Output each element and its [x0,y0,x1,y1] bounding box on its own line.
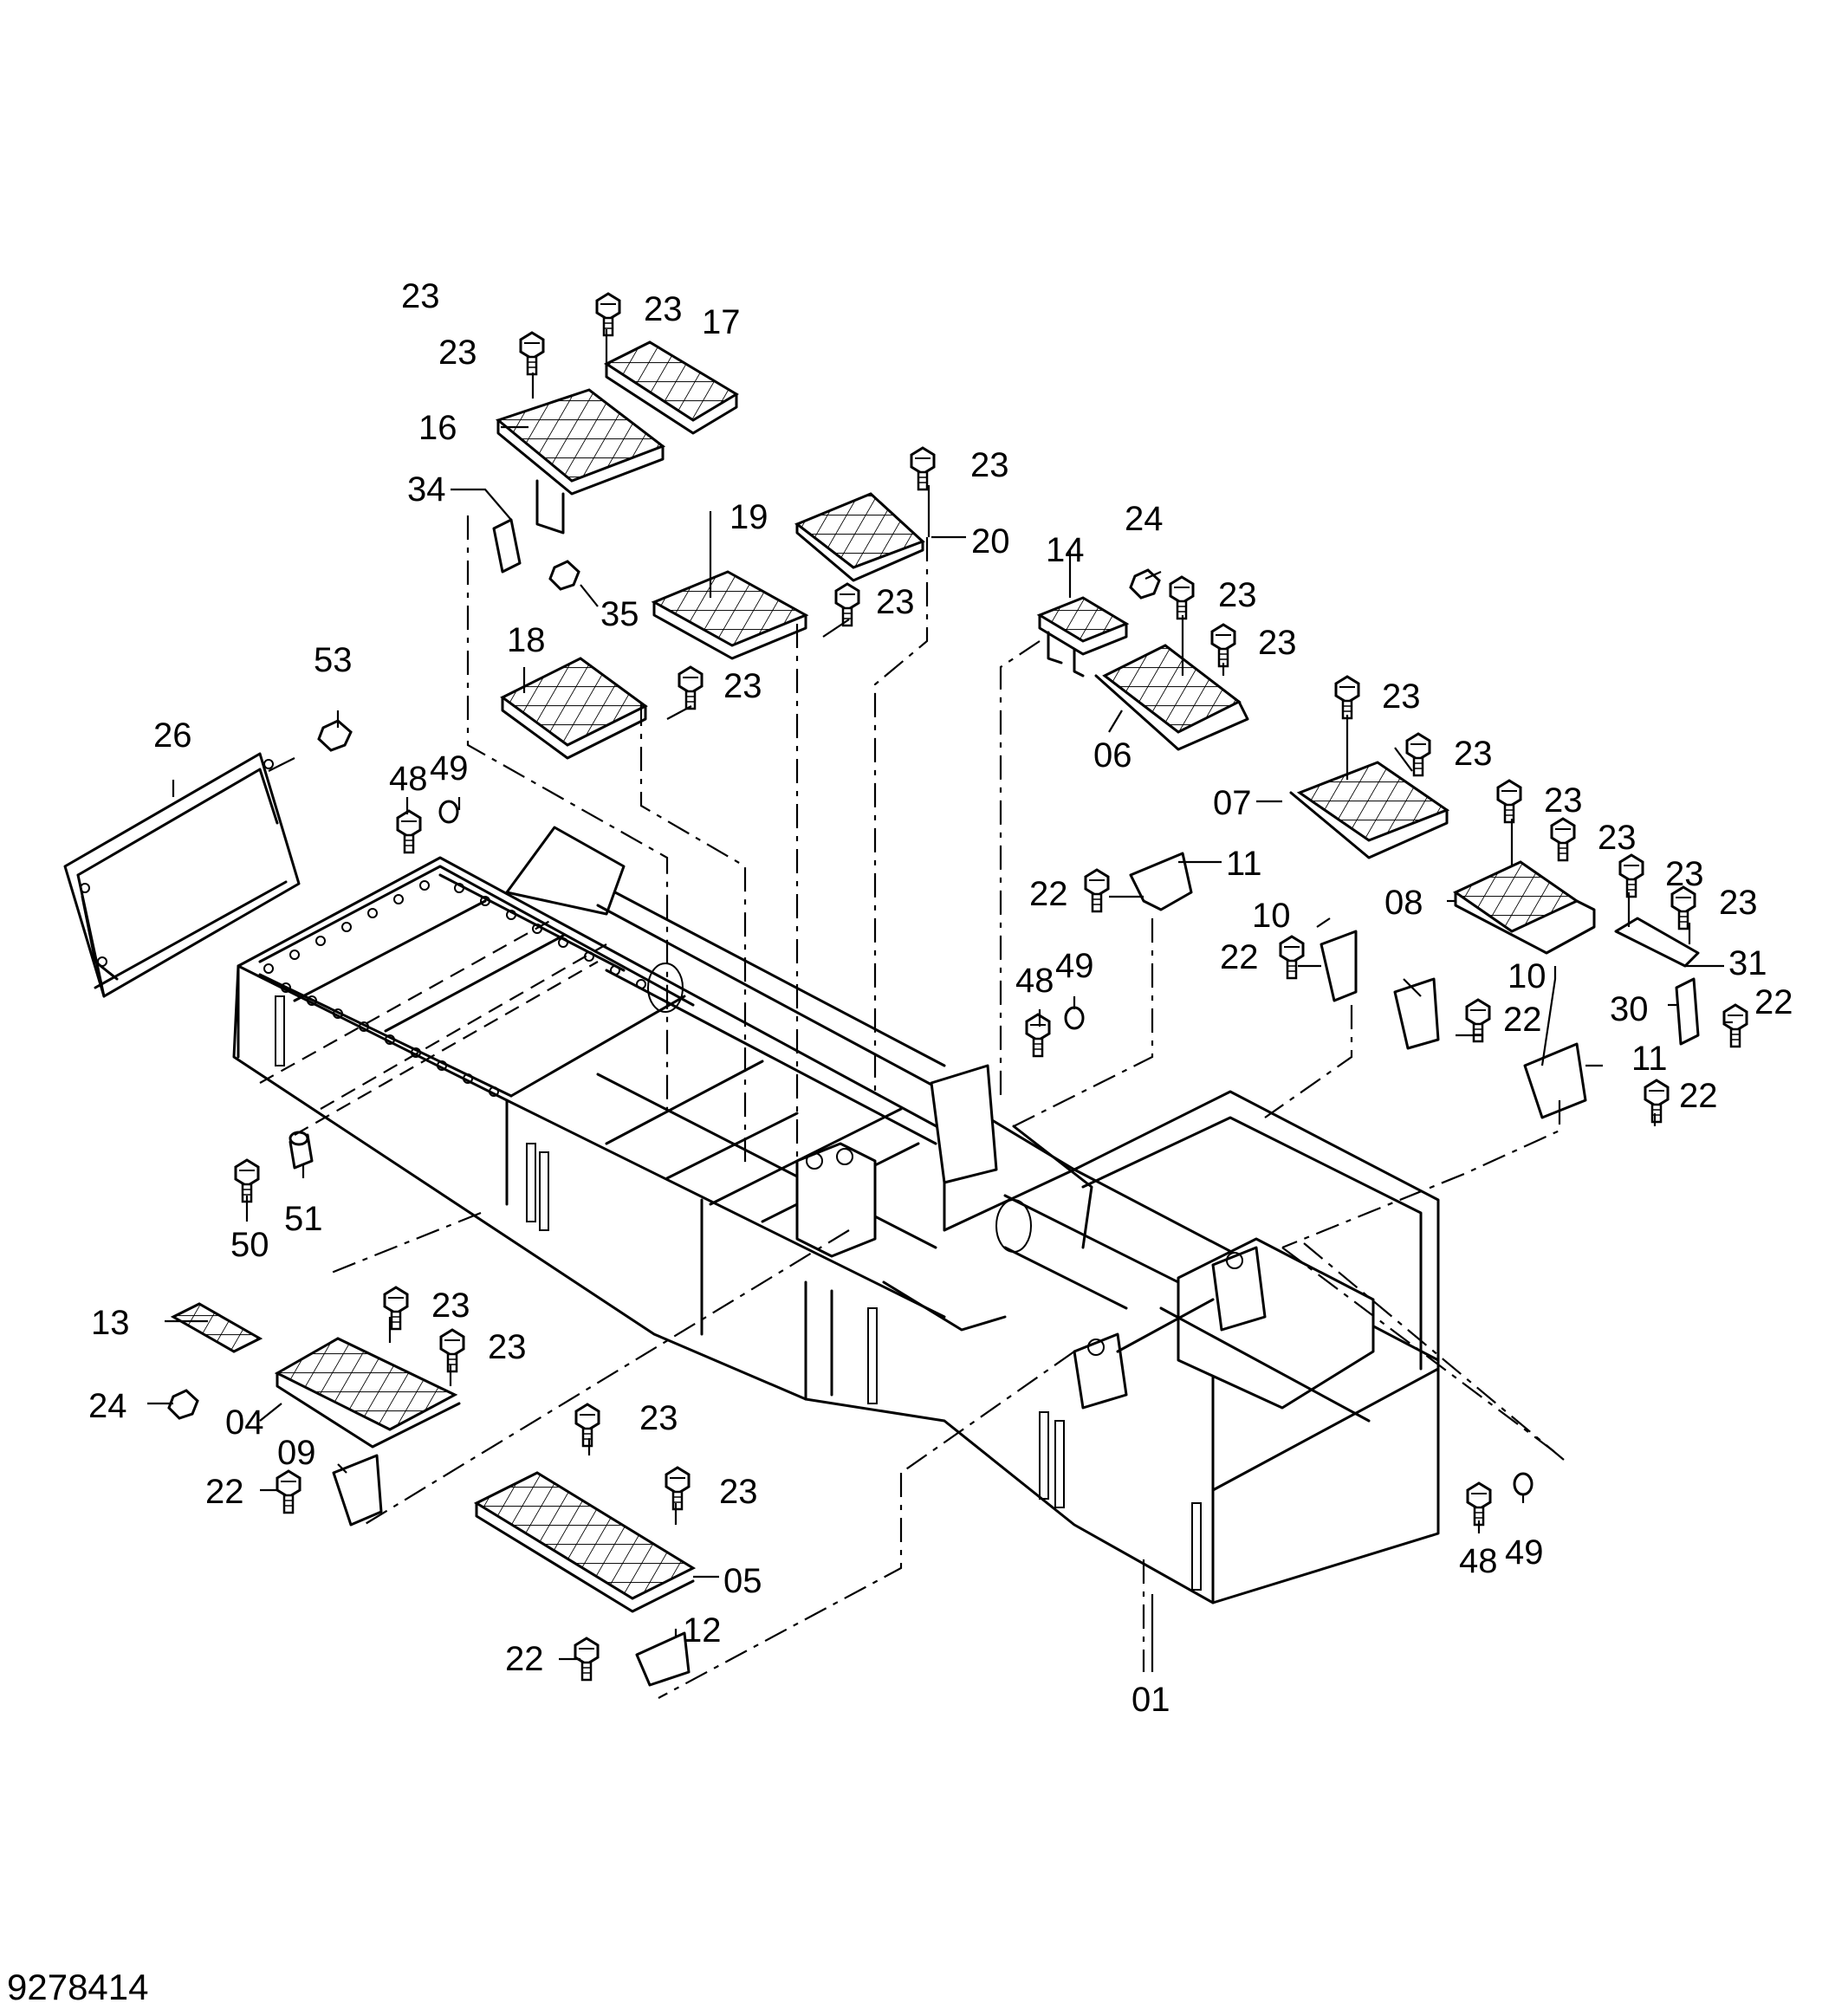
callout-23: 23 [488,1328,527,1366]
callout-23: 23 [970,446,1009,484]
step-grating-07 [1289,761,1450,859]
callout-24: 24 [88,1387,127,1425]
step-grating-31 [1614,917,1700,968]
callout-01: 01 [1131,1681,1170,1719]
callout-22: 22 [205,1473,244,1511]
callout-22: 22 [1220,938,1259,976]
callout-23: 23 [719,1473,758,1511]
callout-18: 18 [507,621,546,659]
callout-22: 22 [1503,1001,1542,1039]
callout-26: 26 [153,716,192,755]
callout-48: 48 [1459,1542,1498,1580]
step-grating-13 [170,1302,263,1353]
callout-23: 23 [431,1287,470,1325]
side-panel-26 [63,752,301,998]
callout-23: 23 [1218,576,1257,614]
bolt-24 [167,568,1161,1420]
callout-11-upper: 11 [1226,845,1262,883]
callout-50: 50 [230,1226,269,1264]
callout-49: 49 [1055,947,1094,985]
washer-49 [438,800,1534,1496]
callout-23: 23 [876,583,915,621]
callout-23: 23 [1665,855,1704,893]
bracket-10-lower [1393,977,1440,1050]
drawing-number: 9278414 [7,1967,149,2007]
callout-11-lower: 11 [1631,1040,1668,1078]
callout-49: 49 [430,749,469,788]
bracket-30 [1675,977,1700,1046]
callout-23: 23 [1544,781,1583,820]
assembly-lines [259,515,1565,1699]
callout-24: 24 [1125,500,1164,538]
step-grating-04 [274,1337,461,1449]
callout-23: 23 [1598,819,1637,857]
callout-07: 07 [1213,784,1252,822]
step-grating-06 [1094,644,1249,751]
callout-23: 23 [723,667,762,705]
callout-22: 22 [505,1640,544,1678]
step-grating-20 [794,492,925,582]
callout-23: 23 [1382,677,1421,716]
callout-48: 48 [389,760,428,798]
callout-06: 06 [1093,736,1132,775]
step-grating-14 [1036,596,1130,677]
step-grating-05 [473,1471,697,1613]
step-grating-08 [1452,860,1596,955]
callout-23: 23 [401,277,440,315]
callout-13: 13 [91,1304,130,1342]
step-grating-16 [495,388,666,535]
callout-10-upper: 10 [1252,897,1291,935]
step-grating-19 [651,570,809,660]
callout-23: 23 [1719,884,1758,922]
leader-lines [147,329,1733,1672]
callout-08: 08 [1384,884,1423,922]
callout-22: 22 [1754,983,1793,1021]
callout-23: 23 [644,290,683,328]
bracket-12 [635,1631,691,1687]
callout-10-lower: 10 [1508,957,1546,995]
bracket-34 [492,518,522,574]
callout-49: 49 [1505,1533,1544,1572]
callout-30: 30 [1610,990,1649,1028]
callout-53: 53 [314,641,353,679]
bracket-11-lower [1523,1042,1587,1119]
callout-19: 19 [729,498,768,536]
callout-12: 12 [683,1611,722,1650]
callout-16: 16 [418,409,457,447]
bolt-35 [548,560,580,591]
callout-17: 17 [702,303,741,341]
callout-09: 09 [277,1434,316,1472]
callout-23: 23 [438,334,477,372]
spacer-51 [289,1131,314,1170]
callout-34: 34 [407,470,446,509]
callout-48: 48 [1015,962,1054,1000]
bracket-10-upper [1320,930,1358,1002]
bolt-53 [317,719,353,752]
callout-22: 22 [1029,875,1068,913]
callout-35: 35 [600,595,639,633]
callout-05: 05 [723,1562,762,1600]
step-grating-17 [603,340,739,435]
callout-31: 31 [1728,944,1767,982]
callout-51: 51 [284,1200,323,1238]
callout-22: 22 [1679,1077,1718,1115]
callout-14: 14 [1046,531,1085,569]
callout-04: 04 [225,1403,264,1442]
callout-23: 23 [1258,624,1297,662]
callout-labels: 01 04 05 06 07 08 09 10 10 11 11 12 13 1… [88,277,1793,1719]
step-grating-18 [500,657,648,760]
callout-23: 23 [639,1399,678,1437]
main-frame [232,826,1440,1604]
callout-23: 23 [1454,735,1493,773]
callout-20: 20 [971,522,1010,561]
